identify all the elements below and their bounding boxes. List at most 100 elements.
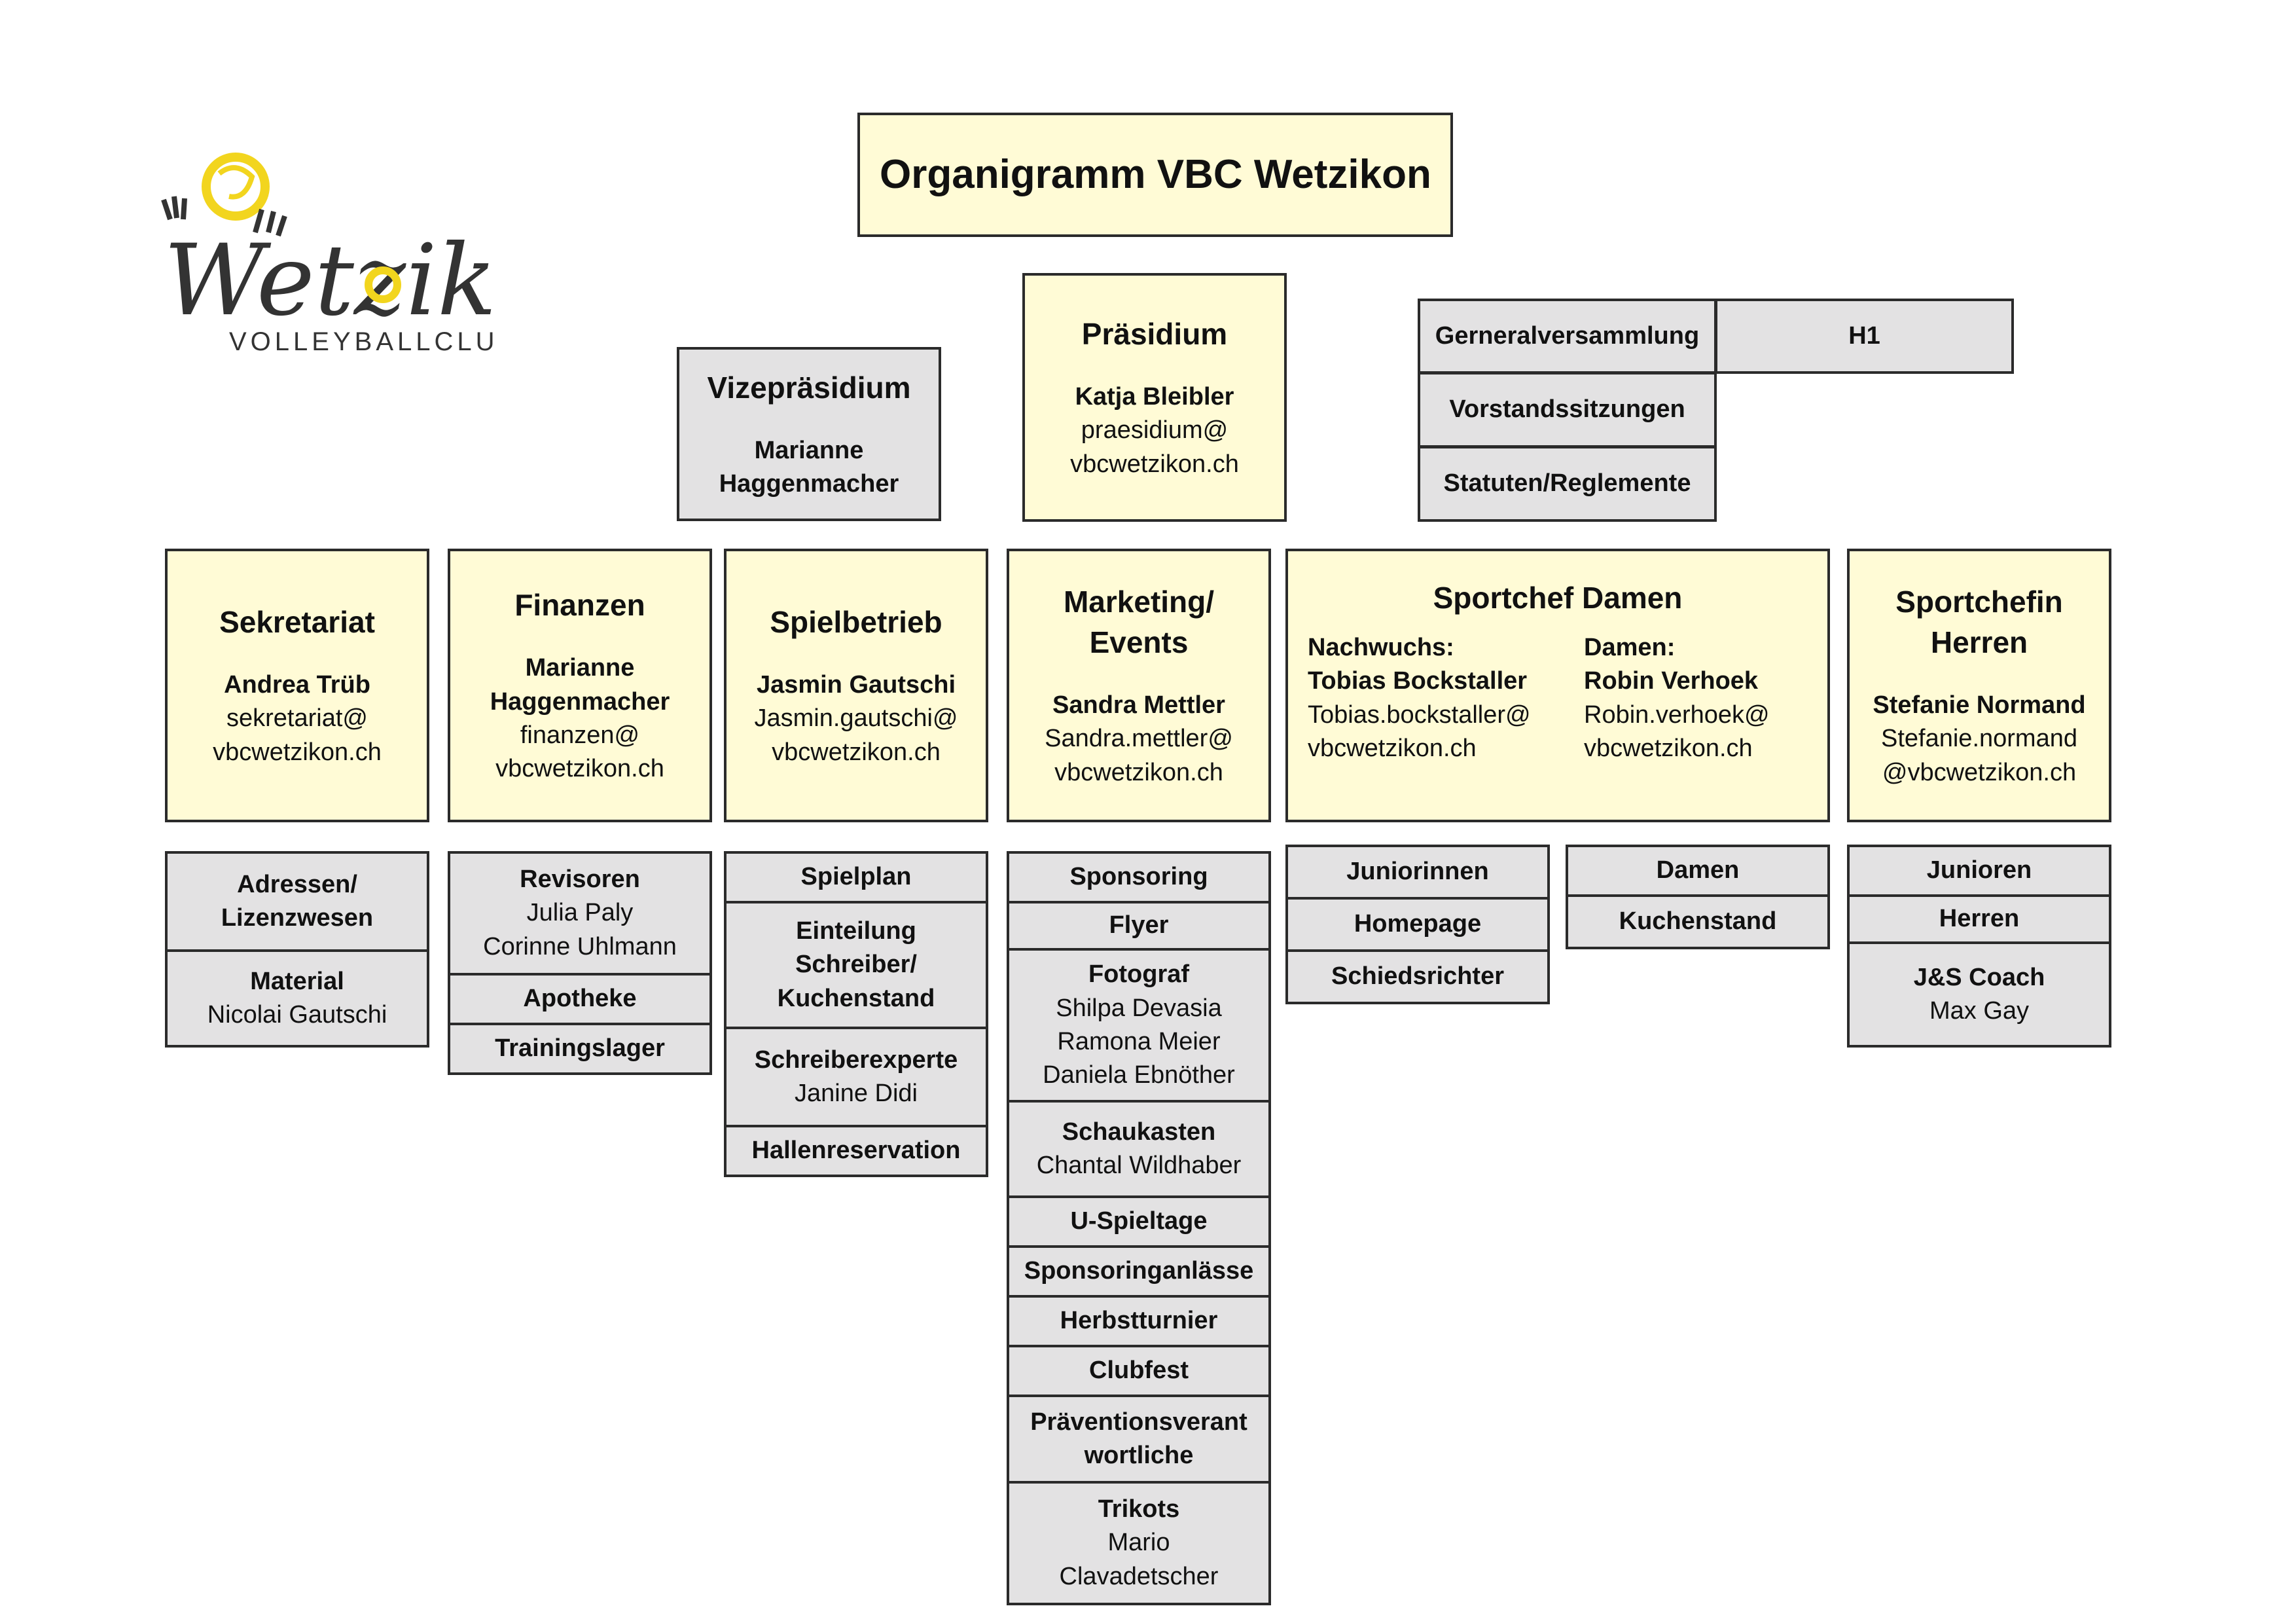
herren-title-2: Herren	[1930, 625, 2028, 660]
herbstturnier-box: Herbstturnier	[1007, 1295, 1271, 1347]
finanzen-email-2: vbcwetzikon.ch	[495, 755, 664, 783]
herren-name: Stefanie Normand	[1873, 691, 2086, 720]
schaukasten-label: Schaukasten	[1062, 1118, 1216, 1146]
finanzen-email-1: finanzen@	[520, 721, 640, 750]
vize-name-2: Haggenmacher	[719, 470, 899, 498]
sponsoring-label: Sponsoring	[1069, 863, 1208, 891]
logo-subtitle: VOLLEYBALLCLUB	[229, 327, 497, 356]
fotograf-label: Fotograf	[1088, 960, 1190, 989]
damen-name: Robin Verhoek	[1584, 667, 1759, 695]
js-coach-box: J&S Coach Max Gay	[1847, 941, 2111, 1048]
page-title: Organigramm VBC Wetzikon	[880, 152, 1431, 198]
herren-team-box: Herren	[1847, 894, 2111, 944]
herren-title-1: Sportchefin	[1895, 584, 2063, 619]
vize-title: Vizepräsidium	[707, 370, 911, 405]
homepage-label: Homepage	[1354, 910, 1482, 938]
marketing-title-1: Marketing/	[1063, 584, 1215, 619]
finanzen-box: Finanzen Marianne Haggenmacher finanzen@…	[448, 549, 712, 822]
js-coach-label: J&S Coach	[1913, 963, 2045, 991]
marketing-email-1: Sandra.mettler@	[1045, 725, 1233, 753]
sekretariat-title: Sekretariat	[219, 605, 375, 639]
sportchef-damen-team: Damen: Robin Verhoek Robin.verhoek@ vbcw…	[1558, 631, 1808, 765]
juniorinnen-label: Juniorinnen	[1346, 858, 1489, 886]
finanzen-title: Finanzen	[514, 588, 645, 623]
revisor-2: Corinne Uhlmann	[483, 932, 677, 960]
trikots-label: Trikots	[1098, 1495, 1180, 1523]
trainingslager-box: Trainingslager	[448, 1023, 712, 1075]
sekretariat-email-1: sekretariat@	[226, 704, 368, 733]
sekretariat-name: Andrea Trüb	[224, 671, 370, 699]
damen-email-2: vbcwetzikon.ch	[1584, 734, 1753, 762]
revisor-1: Julia Paly	[526, 899, 634, 927]
finanzen-name-2: Haggenmacher	[490, 687, 670, 716]
adressen-box: Adressen/ Lizenzwesen	[165, 851, 429, 952]
hallenreservation-label: Hallenreservation	[751, 1137, 961, 1165]
revisoren-box: Revisoren Julia Paly Corinne Uhlmann	[448, 851, 712, 976]
h1-box: H1	[1715, 299, 2014, 374]
vizepraesidium-box: Vizepräsidium Marianne Haggenmacher	[677, 347, 941, 521]
sekretariat-box: Sekretariat Andrea Trüb sekretariat@ vbc…	[165, 549, 429, 822]
schreiberexperte-box: Schreiberexperte Janine Didi	[724, 1027, 988, 1127]
clubfest-box: Clubfest	[1007, 1345, 1271, 1397]
juniorinnen-box: Juniorinnen	[1285, 845, 1550, 900]
schaukasten-name: Chantal Wildhaber	[1036, 1152, 1242, 1179]
js-coach-name: Max Gay	[1929, 997, 2030, 1025]
trikots-name-2: Clavadetscher	[1059, 1562, 1219, 1590]
material-name: Nicolai Gautschi	[207, 1001, 387, 1029]
herren-team-label: Herren	[1939, 905, 2020, 933]
einteilung-box: Einteilung Schreiber/ Kuchenstand	[724, 901, 988, 1029]
vorstandssitzungen-label: Vorstandssitzungen	[1449, 395, 1685, 424]
sportchef-nachwuchs: Nachwuchs: Tobias Bockstaller Tobias.boc…	[1308, 631, 1558, 765]
herbstturnier-label: Herbstturnier	[1060, 1307, 1218, 1335]
apotheke-box: Apotheke	[448, 973, 712, 1025]
material-box: Material Nicolai Gautschi	[165, 949, 429, 1048]
kuchenstand-box: Kuchenstand	[1566, 894, 1830, 949]
spielbetrieb-name: Jasmin Gautschi	[756, 671, 956, 699]
spielbetrieb-email-2: vbcwetzikon.ch	[772, 738, 941, 766]
einteilung-label-2: Schreiber/	[795, 951, 917, 979]
herren-email-1: Stefanie.normand	[1881, 725, 2077, 753]
damen-label: Damen:	[1584, 634, 1676, 662]
sponsoring-box: Sponsoring	[1007, 851, 1271, 903]
nachwuchs-name: Tobias Bockstaller	[1308, 667, 1528, 695]
spielbetrieb-box: Spielbetrieb Jasmin Gautschi Jasmin.gaut…	[724, 549, 988, 822]
praevention-label-2: wortliche	[1084, 1442, 1194, 1469]
praesidium-email-2: vbcwetzikon.ch	[1070, 450, 1239, 478]
fotograf-3: Daniela Ebnöther	[1043, 1061, 1235, 1089]
marketing-box: Marketing/ Events Sandra Mettler Sandra.…	[1007, 549, 1271, 822]
spielplan-label: Spielplan	[800, 863, 912, 891]
sponsoringanlaesse-label: Sponsoringanlässe	[1024, 1257, 1254, 1285]
clubfest-label: Clubfest	[1089, 1357, 1189, 1385]
logo-wordmark: Wetzikon	[164, 224, 497, 338]
spielplan-box: Spielplan	[724, 851, 988, 903]
revisoren-label: Revisoren	[520, 866, 640, 894]
damen-email-1: Robin.verhoek@	[1584, 701, 1770, 729]
praesidium-title: Präsidium	[1081, 317, 1228, 351]
logo-ball-icon	[202, 153, 270, 221]
flyer-label: Flyer	[1109, 911, 1169, 939]
vize-name-1: Marianne	[754, 436, 864, 464]
praevention-label-1: Präventionsverant	[1030, 1408, 1247, 1436]
damen-team-label: Damen	[1656, 856, 1740, 884]
kuchenstand-label: Kuchenstand	[1619, 907, 1777, 936]
statuten-box: Statuten/Reglemente	[1418, 446, 1717, 522]
fotograf-1: Shilpa Devasia	[1056, 994, 1222, 1022]
homepage-box: Homepage	[1285, 897, 1550, 952]
praesidium-name: Katja Bleibler	[1075, 383, 1234, 411]
herren-email-2: @vbcwetzikon.ch	[1882, 758, 2077, 786]
trikots-box: Trikots Mario Clavadetscher	[1007, 1481, 1271, 1605]
trainingslager-label: Trainingslager	[495, 1034, 665, 1063]
nachwuchs-email-1: Tobias.bockstaller@	[1308, 701, 1531, 729]
sportchef-damen-title: Sportchef Damen	[1433, 581, 1683, 615]
hallenreservation-box: Hallenreservation	[724, 1125, 988, 1177]
marketing-email-2: vbcwetzikon.ch	[1054, 758, 1223, 786]
sekretariat-email-2: vbcwetzikon.ch	[213, 738, 382, 766]
praesidium-email-1: praesidium@	[1081, 416, 1229, 445]
u-spieltage-label: U-Spieltage	[1070, 1207, 1208, 1235]
marketing-title-2: Events	[1089, 625, 1189, 660]
material-label: Material	[250, 967, 344, 995]
adressen-label-1: Adressen/	[237, 870, 357, 898]
fotograf-2: Ramona Meier	[1057, 1028, 1221, 1055]
apotheke-label: Apotheke	[523, 985, 637, 1013]
u-spieltage-box: U-Spieltage	[1007, 1195, 1271, 1248]
